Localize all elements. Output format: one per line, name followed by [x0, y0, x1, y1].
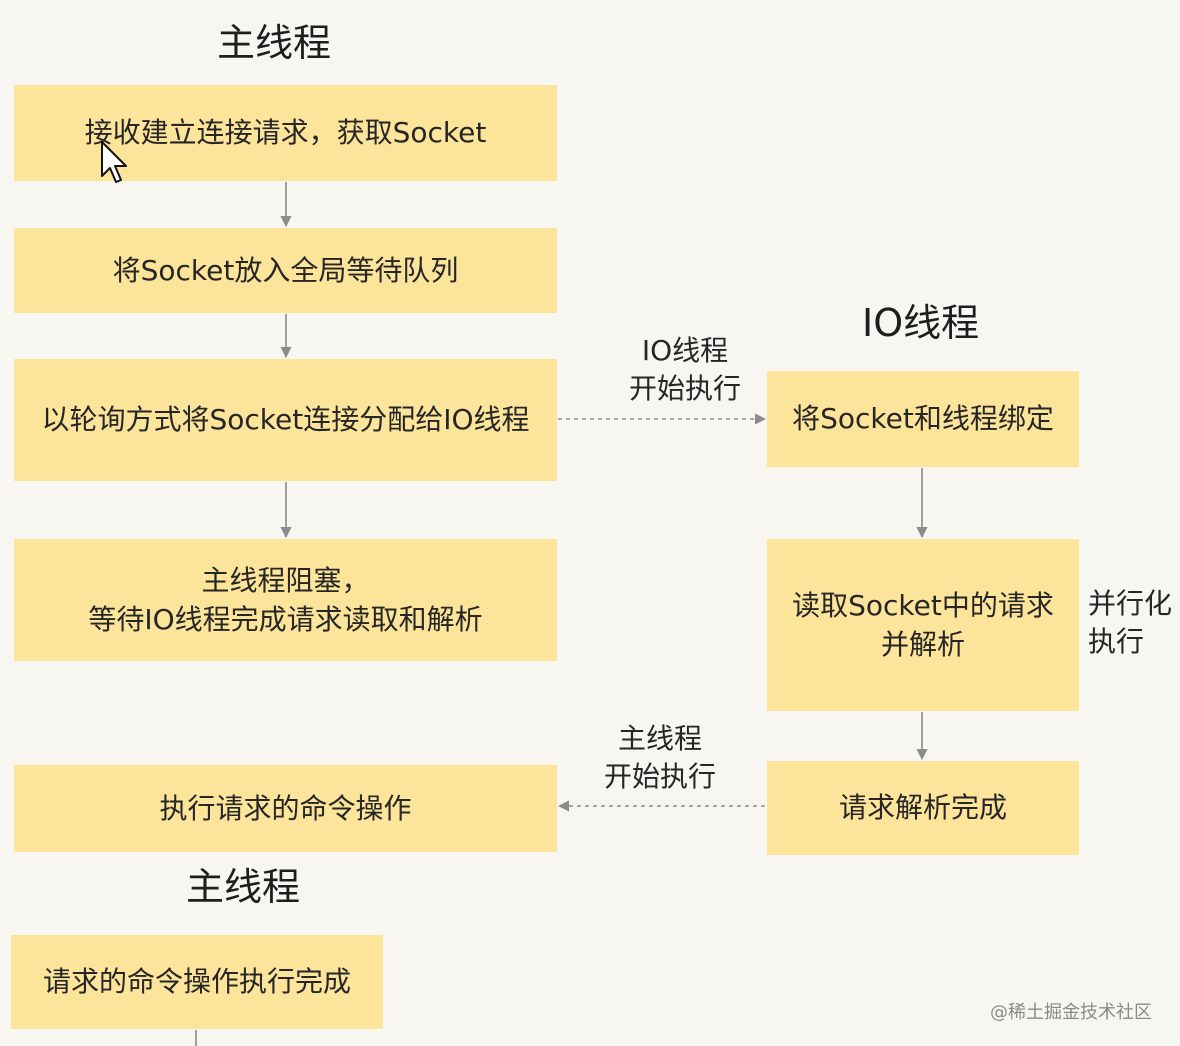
- box-command-done-label: 请求的命令操作执行完成: [42, 965, 351, 999]
- heading-main-thread-top: 主线程: [217, 21, 332, 65]
- box-execute-command: 执行请求的命令操作: [14, 765, 557, 852]
- box-parse-done: 请求解析完成: [767, 761, 1079, 855]
- box-read-parse-label: 读取Socket中的请求 并解析: [792, 588, 1054, 661]
- mouse-cursor-icon: [101, 141, 127, 183]
- box-dispatch-round-robin: 以轮询方式将Socket连接分配给IO线程: [14, 359, 557, 481]
- edge-label-main-start: 主线程 开始执行: [603, 722, 716, 793]
- box-command-done: 请求的命令操作执行完成: [11, 935, 383, 1029]
- watermark: @稀土掘金技术社区: [990, 1002, 1152, 1023]
- box-main-blocked-label: 主线程阻塞， 等待IO线程完成请求读取和解析: [88, 563, 483, 636]
- box-bind-socket: 将Socket和线程绑定: [767, 371, 1079, 467]
- box-dispatch-round-robin-label: 以轮询方式将Socket连接分配给IO线程: [41, 403, 530, 437]
- edge-label-io-start: IO线程 开始执行: [628, 334, 741, 405]
- box-accept-connection-label: 接收建立连接请求，获取Socket: [84, 116, 487, 150]
- box-bind-socket-label: 将Socket和线程绑定: [792, 402, 1054, 436]
- box-accept-connection: 接收建立连接请求，获取Socket: [14, 85, 557, 181]
- box-main-blocked: 主线程阻塞， 等待IO线程完成请求读取和解析: [14, 539, 557, 661]
- side-note-parallel: 并行化 执行: [1088, 587, 1173, 658]
- box-enqueue-socket: 将Socket放入全局等待队列: [14, 228, 557, 313]
- heading-main-thread-bottom: 主线程: [186, 865, 301, 909]
- box-execute-command-label: 执行请求的命令操作: [159, 791, 412, 825]
- box-parse-done-label: 请求解析完成: [838, 791, 1007, 825]
- box-read-parse: 读取Socket中的请求 并解析: [767, 539, 1079, 711]
- box-enqueue-socket-label: 将Socket放入全局等待队列: [112, 253, 459, 287]
- heading-io-thread: IO线程: [862, 301, 980, 345]
